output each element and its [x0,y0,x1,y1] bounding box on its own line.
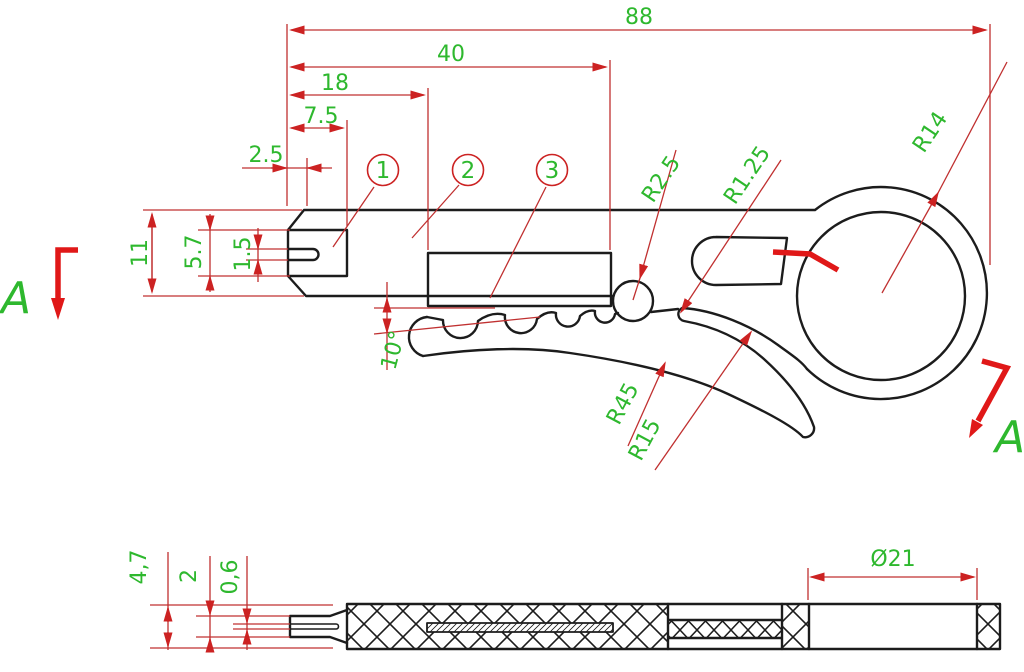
dim-0-6: 0,6 [218,560,243,595]
annotations: 88 40 18 7.5 2.5 11 5.7 1.5 10° R2.5 R1.… [0,5,1024,595]
balloon-circles [366,153,569,187]
dim-r14: R14 [908,107,953,157]
slot-link-line [649,307,680,314]
jaw-serrations [425,309,620,340]
blade-section-hatch [427,623,613,632]
section-view-outline [288,602,1002,651]
section-bar [345,602,1002,651]
section-jog-line [772,249,840,273]
top-view-outline [286,185,989,439]
balloon-2-label: 2 [461,158,476,184]
dim-4-7: 4,7 [127,550,152,585]
stripper-slit [286,247,320,262]
balloon-1 [366,153,400,187]
dim-r2-5: R2.5 [637,152,686,208]
dimension-arrows [147,25,988,653]
ring-inner-circle [795,210,967,382]
section-tip-slit [289,623,340,630]
dim-2: 2 [177,569,202,583]
dim-r45: R45 [602,379,644,429]
section-label-a-right: A [992,412,1024,463]
balloon-leaders [332,184,547,299]
dim-7-5: 7.5 [304,104,339,129]
body-top-edge-and-ring [286,185,989,401]
dim-1-5: 1.5 [231,237,256,272]
section-label-a-left: A [0,273,31,324]
balloon-3 [535,153,569,187]
dim-r1-25: R1.25 [719,142,776,209]
dim-5-7: 5.7 [182,235,207,270]
dim-2-5: 2.5 [249,143,284,168]
body-bottom-edge [286,274,615,298]
dim-18: 18 [321,71,349,96]
dim-40: 40 [437,42,465,67]
blade-plate [426,251,613,308]
section-internal-edges [666,602,979,651]
section-hatching [347,604,1000,649]
section-cut-marks [51,247,1012,438]
dim-angle-10: 10° [377,328,411,372]
section-tip [288,608,349,645]
dim-r15: R15 [624,415,666,465]
handle-bottom-and-finger [421,306,816,439]
thumb-slot [690,235,789,287]
balloon-1-label: 1 [376,158,391,184]
balloon-3-label: 3 [545,158,560,184]
blade-section [426,622,614,633]
jaw-left-cap [407,315,429,358]
relief-hole [611,279,655,323]
dim-88: 88 [625,5,653,30]
balloon-2 [451,153,485,187]
dim-11: 11 [128,239,153,267]
section-arrow-right [975,358,1012,423]
section-arrow-right-head [969,419,983,438]
section-arrow-left-head [51,298,65,320]
section-arrow-left [55,247,78,300]
dim-dia21: Ø21 [870,547,915,572]
